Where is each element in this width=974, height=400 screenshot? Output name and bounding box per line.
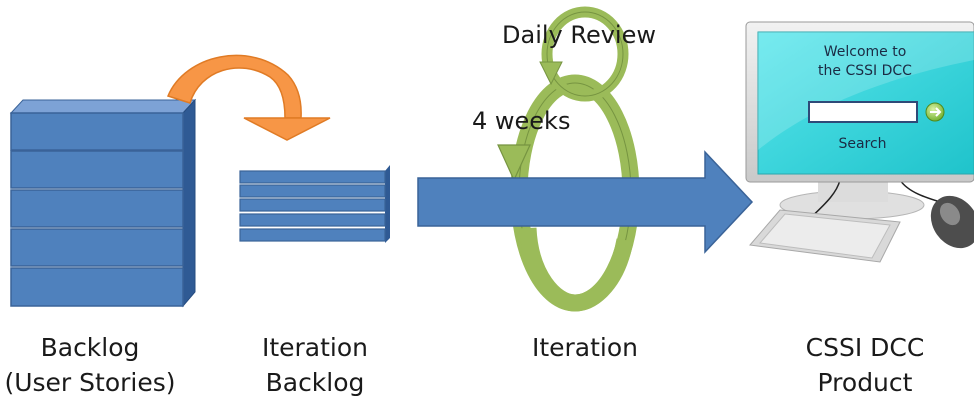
iteration-length-label: 4 weeks	[472, 107, 571, 135]
iteration-loop-front	[519, 227, 634, 312]
stage-label-line: Iteration	[531, 333, 639, 362]
stage-label-line: Backlog	[40, 333, 140, 362]
daily-review-label: Daily Review	[502, 21, 656, 49]
stage-label-line: Backlog	[265, 368, 365, 397]
stage-label-backlog: Backlog (User Stories)	[0, 330, 180, 400]
stage-label-product: CSSI DCC Product	[780, 330, 950, 400]
search-label: Search	[838, 136, 887, 152]
stage-label-line: Product	[817, 368, 913, 397]
stage-label-line: CSSI DCC	[805, 333, 925, 362]
welcome-line-2: the CSSI DCC	[818, 63, 912, 79]
stage-label-iteration-backlog: Iteration Backlog	[230, 330, 400, 400]
welcome-line-1: Welcome to	[823, 44, 907, 60]
search-input[interactable]	[808, 101, 918, 123]
stage-label-line: Iteration	[261, 333, 369, 362]
iteration-arrow-icon	[417, 150, 754, 254]
iteration-backlog-stack	[239, 165, 390, 243]
screen-welcome-text: Welcome to the CSSI DCC	[790, 43, 940, 81]
backlog-stack	[9, 98, 197, 308]
daily-review-loop-icon	[539, 6, 629, 102]
stage-label-iteration: Iteration	[510, 330, 660, 365]
stage-label-line: (User Stories)	[4, 368, 176, 397]
orange-curved-arrow-icon	[166, 54, 331, 141]
